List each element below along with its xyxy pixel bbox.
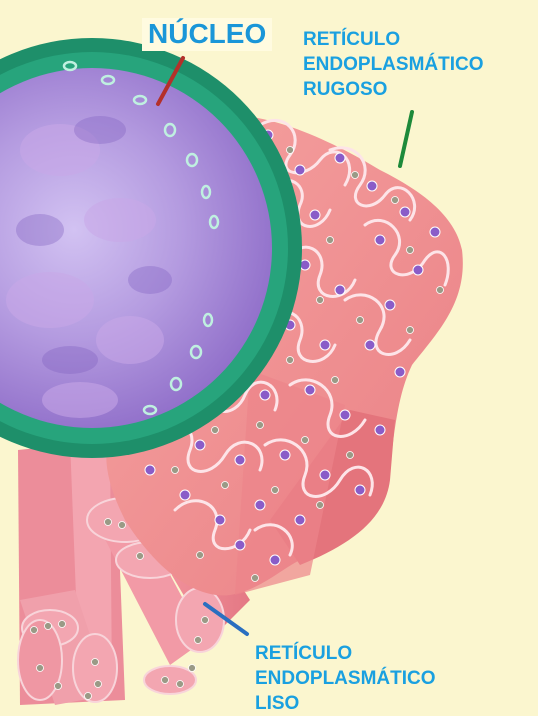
smooth-er-label-line-3: LISO xyxy=(255,691,436,716)
rough-er-label-line-3: RUGOSO xyxy=(303,77,484,102)
smooth-er-label-line-1: RETÍCULO xyxy=(255,641,436,666)
rough-er-label-line-2: ENDOPLASMÁTICO xyxy=(303,52,484,77)
smooth-er-label: RETÍCULO ENDOPLASMÁTICO LISO xyxy=(255,641,436,716)
rough-er-label: RETÍCULO ENDOPLASMÁTICO RUGOSO xyxy=(303,27,484,102)
rough-er-pointer xyxy=(400,112,412,166)
smooth-er-label-line-2: ENDOPLASMÁTICO xyxy=(255,666,436,691)
nucleus-label: NÚCLEO xyxy=(142,18,272,51)
rough-er-label-line-1: RETÍCULO xyxy=(303,27,484,52)
